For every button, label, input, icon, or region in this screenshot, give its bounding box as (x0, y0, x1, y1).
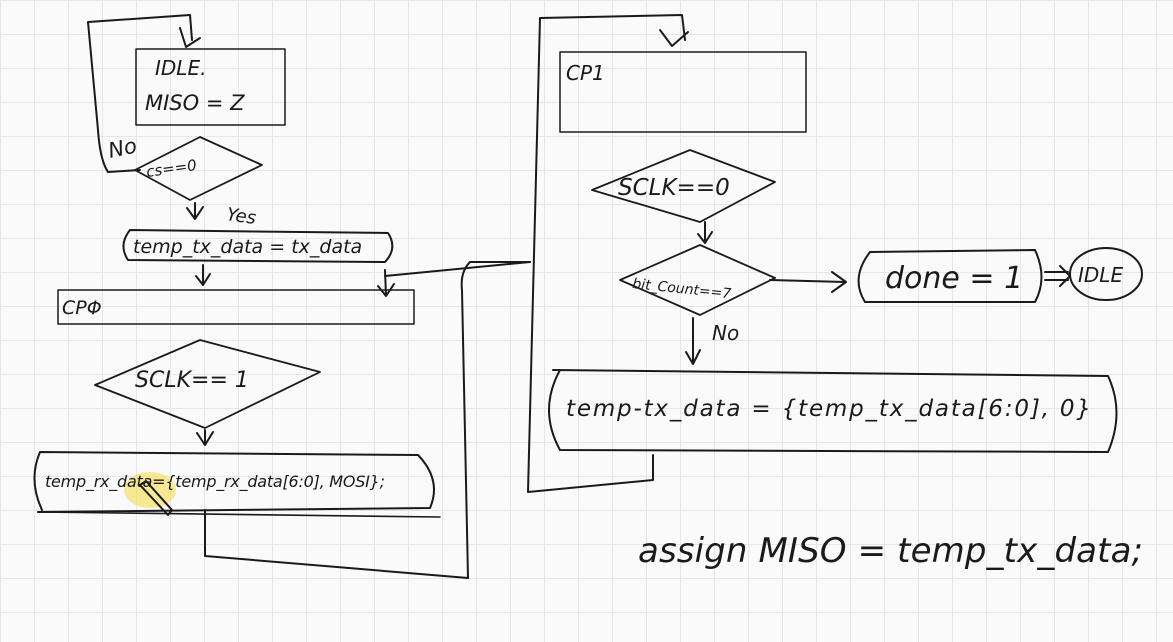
idle-state-box (135, 48, 286, 126)
entry-arrow (179, 27, 201, 48)
right-loop-line (527, 14, 686, 493)
idle-end-label: IDLE (1078, 263, 1123, 287)
load-action-text: temp_tx_data = tx_data (133, 236, 362, 258)
idle-label: IDLE. (155, 56, 206, 80)
bitcount-decision-diamond (619, 244, 776, 316)
cp0-box (57, 289, 415, 325)
sclk0-decision-diamond (591, 149, 776, 223)
loop-back-line (204, 261, 531, 579)
loop-connector (384, 261, 531, 277)
tx-shift-action-text: temp-tx_data = {temp_tx_data[6:0], 0} (566, 396, 1091, 422)
no-label-left: No (106, 133, 139, 162)
rx-shift-action-text: temp_rx_data={temp_rx_data[6:0], MOSI}; (45, 472, 385, 492)
bitcount-condition: bit_Count==7 (632, 276, 732, 302)
sclk0-condition: SCLK==0 (618, 175, 730, 201)
shift-arrow (196, 429, 214, 446)
pen-cursor-icon (139, 480, 173, 516)
no-label-right: No (712, 321, 739, 345)
cp0-label: CPΦ (62, 297, 102, 319)
tx-shift-action-shape (548, 369, 1118, 453)
no-arrow-right (685, 317, 701, 365)
rx-shift-underline (37, 511, 441, 518)
rx-shift-action-shape (33, 451, 435, 513)
cp0-arrow (195, 264, 211, 286)
sclk1-condition: SCLK== 1 (135, 368, 249, 393)
cs-condition: cs==0 (145, 156, 198, 181)
done-action-text: done = 1 (885, 261, 1023, 296)
load-action-shape (122, 229, 394, 263)
done-arrow (769, 271, 847, 293)
miso-z-label: MISO = Z (145, 91, 245, 115)
bitcount-arrow (697, 221, 713, 244)
cp1-box (559, 51, 807, 133)
no-loop-line (87, 14, 193, 173)
assign-statement: assign MISO = temp_tx_data; (638, 531, 1143, 571)
cs-decision-diamond (134, 136, 263, 201)
loop-entry-arrow (377, 269, 395, 297)
done-action-shape (857, 249, 1043, 303)
yes-arrow (186, 202, 204, 220)
sclk1-decision-diamond (94, 339, 321, 429)
yes-label: Yes (225, 204, 257, 229)
idle-end-arrow (1044, 265, 1071, 287)
idle-end-ellipse (1069, 247, 1143, 301)
cp1-label: CP1 (566, 61, 605, 85)
cp1-entry-arrow (659, 29, 689, 47)
